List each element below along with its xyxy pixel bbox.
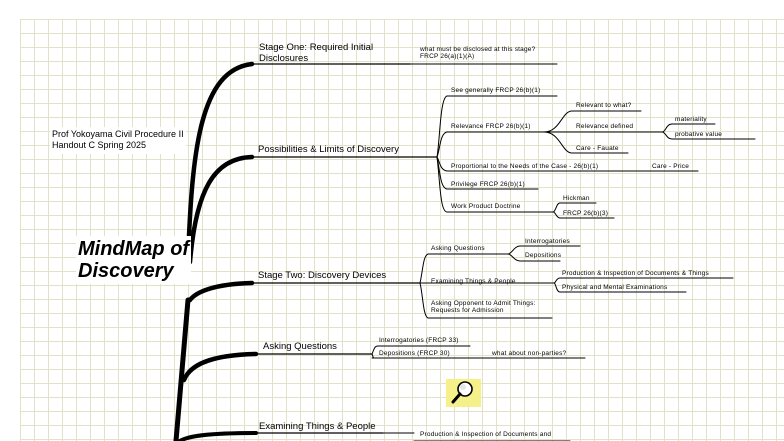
stage-one-label-line-2: Disclosures (259, 52, 309, 64)
node-stage-two-depositions[interactable]: Depositions (525, 252, 562, 259)
handout-line-1: Prof Yokoyama Civil Procedure II (52, 129, 184, 139)
branch-possibilities-limits[interactable]: Possibilities & Limits of Discovery (258, 144, 399, 155)
node-see-generally[interactable]: See generally FRCP 26(b)(1) (451, 87, 541, 94)
handout-note: Prof Yokoyama Civil Procedure II Handout… (50, 127, 186, 154)
node-depositions-frcp30[interactable]: Depositions (FRCP 30) (379, 350, 450, 357)
stage-one-note-line-2: FRCP 26(a)(1)(A) (420, 53, 475, 61)
central-topic-title[interactable]: MindMap of Discovery (76, 236, 192, 284)
magnifying-glass-icon-svg (451, 381, 473, 404)
node-relevance[interactable]: Relevance FRCP 26(b)(1) (451, 123, 531, 130)
node-examining-production[interactable]: Production & Inspection of Documents and (420, 431, 552, 438)
node-hickman[interactable]: Hickman (563, 195, 590, 202)
node-relevance-defined[interactable]: Relevance defined (576, 123, 634, 130)
node-privilege[interactable]: Privilege FRCP 26(b)(1) (451, 181, 525, 188)
branch-stage-two[interactable]: Stage Two: Discovery Devices (258, 270, 387, 281)
node-materiality[interactable]: materiality (675, 116, 707, 123)
branch-examining-things-people[interactable]: Examining Things & People (259, 421, 376, 432)
branch-stage-one[interactable]: Stage One: Required Initial Disclosures (259, 42, 374, 65)
node-frcp-26b3[interactable]: FRCP 26(b)(3) (563, 210, 609, 217)
node-stage-two-interrogatories[interactable]: Interrogatories (525, 238, 570, 245)
stage-one-note-line-1: what must be disclosed at this stage? (420, 46, 536, 53)
node-relevant-to-what[interactable]: Relevant to what? (576, 102, 632, 109)
node-stage-two-examining[interactable]: Examining Things & People (431, 278, 516, 285)
branch-asking-questions[interactable]: Asking Questions (263, 341, 337, 352)
trunk-stage-one (185, 61, 255, 263)
node-probative-value[interactable]: probative value (675, 131, 723, 138)
node-care-price[interactable]: Care - Price (652, 163, 690, 170)
node-stage-two-asking-questions[interactable]: Asking Questions (431, 245, 485, 252)
trunk-asking-questions (181, 351, 259, 383)
node-stage-two-production[interactable]: Production & Inspection of Documents & T… (562, 270, 709, 277)
node-work-product[interactable]: Work Product Doctrine (451, 203, 521, 210)
asking-opponent-line-1: Asking Opponent to Admit Things: (431, 300, 536, 307)
magnifying-glass-icon[interactable] (446, 379, 481, 407)
node-non-parties[interactable]: what about non-parties? (492, 350, 567, 357)
node-stage-two-physical[interactable]: Physical and Mental Examinations (562, 284, 668, 291)
title-line-2: Discovery (78, 260, 174, 282)
stage-one-label-line-1: Stage One: Required Initial (259, 42, 374, 53)
node-interrogatories-frcp33[interactable]: Interrogatories (FRCP 33) (379, 337, 459, 344)
node-care-fauate[interactable]: Care - Fauate (576, 145, 619, 152)
trunk-possibilities (187, 154, 255, 265)
title-line-1: MindMap of (78, 238, 190, 260)
node-stage-two-asking-opponent[interactable]: Asking Opponent to Admit Things: Request… (431, 300, 536, 315)
trunk-lower (173, 297, 191, 441)
asking-opponent-line-2: Requests for Admission (431, 307, 504, 315)
handout-line-2: Handout C Spring 2025 (52, 140, 147, 151)
trunk-examining (178, 431, 258, 441)
stage-one-note[interactable]: what must be disclosed at this stage? FR… (420, 46, 535, 61)
node-proportional[interactable]: Proportional to the Needs of the Case - … (451, 163, 599, 170)
trunk-stage-two (187, 280, 255, 303)
